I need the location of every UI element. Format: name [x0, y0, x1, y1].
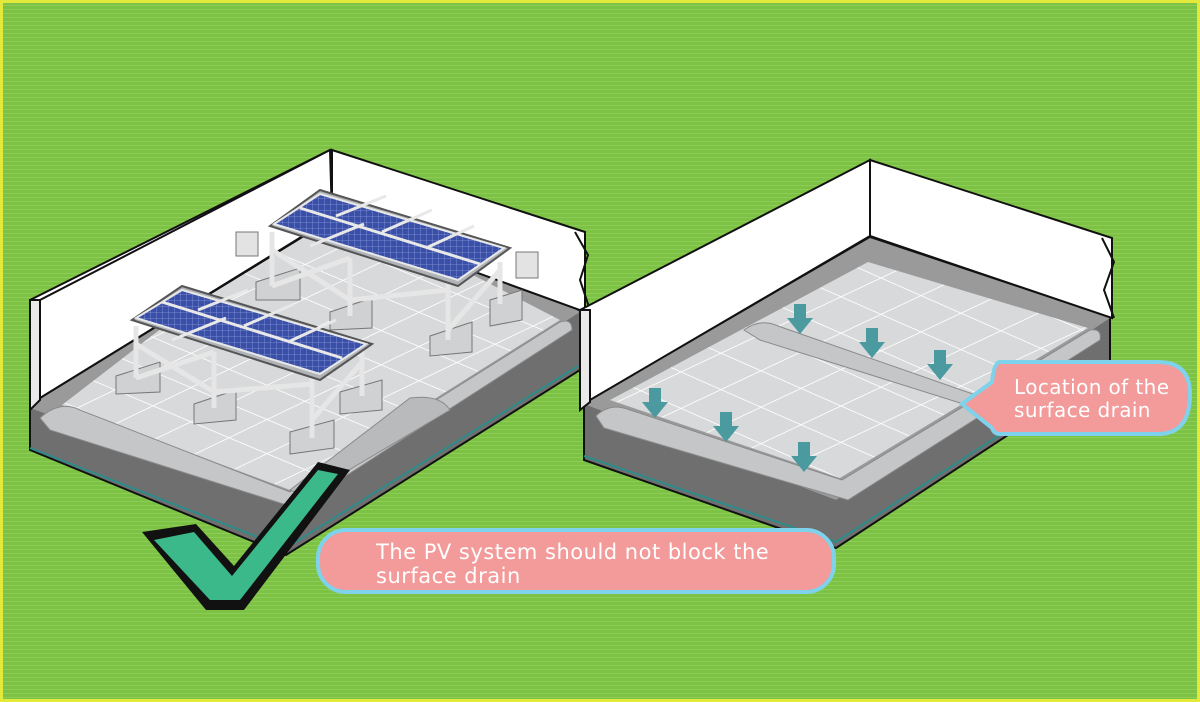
pv-array-back [255, 188, 523, 357]
roof-left-wall-left [29, 299, 41, 413]
pv-system-callout: The PV system should not block the surfa… [316, 528, 836, 594]
drain-location-callout: Location of the surface drain [1014, 375, 1170, 422]
roof-right-drain-front [595, 329, 1101, 501]
roof-right [578, 158, 1116, 550]
roof-left [28, 148, 591, 557]
checkmark-icon [142, 462, 350, 610]
drain-callout-bubble [958, 360, 1193, 436]
pv-array-front [115, 284, 383, 455]
roof-left-drain [39, 320, 573, 509]
